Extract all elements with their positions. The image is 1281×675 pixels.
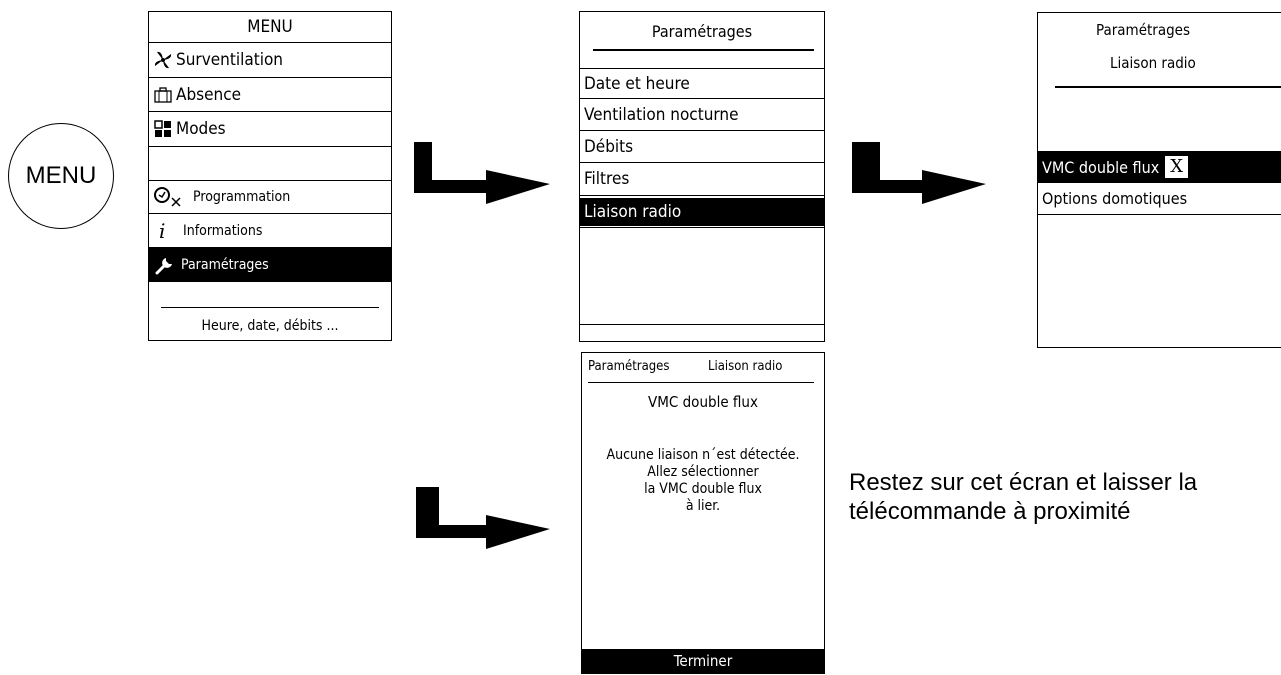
menu-footer-text: Heure, date, débits ... [201,318,339,334]
link-message-line: à lier. [685,498,721,514]
menu-item-label: Surventilation [176,50,284,70]
finish-button-label: Terminer [673,652,733,670]
link-message-line: la VMC double flux [644,481,762,497]
menu-item-label: Informations [183,222,263,239]
menu-item-label: Modes [176,119,226,139]
info-icon: i [159,218,166,243]
radio-screen-title: Paramétrages [1096,21,1191,39]
list-divider [580,324,824,325]
settings-item-liaison-radio[interactable]: Liaison radio [580,198,824,226]
settings-item-label: Débits [584,136,634,157]
arrow-right-icon [414,142,550,204]
link-screen: Paramétrages Liaison radio VMC double fl… [581,352,825,674]
arrow-right-icon [416,487,550,549]
radio-item-label: VMC double flux [1042,157,1160,177]
menu-footer-divider [161,307,379,308]
finish-button[interactable]: Terminer [582,649,824,673]
settings-item-filtres[interactable]: Filtres [580,163,824,196]
settings-item-label: Filtres [584,169,630,189]
link-header-left: Paramétrages [588,359,670,374]
link-screen-title: VMC double flux [648,393,758,411]
settings-item-label: Liaison radio [584,201,682,222]
menu-screen-title: MENU [149,12,391,43]
link-message-line: Allez sélectionner [647,464,759,480]
radio-item-vmc[interactable]: VMC double flux X [1038,151,1281,183]
radio-screen-subtitle: Liaison radio [1110,54,1196,72]
radio-item-label: Options domotiques [1042,189,1188,208]
settings-item-ventilation[interactable]: Ventilation nocturne [580,99,824,131]
instruction-text: Restez sur cet écran et laisser la téléc… [849,468,1197,526]
settings-item-label: Ventilation nocturne [584,104,739,125]
menu-button-label: MENU [25,162,97,189]
radio-item-domotique[interactable]: Options domotiques [1038,183,1281,215]
menu-item-label: Programmation [193,189,291,205]
arrow-right-icon [852,142,986,204]
fan-icon [154,51,172,69]
instruction-line: télécommande à proximité [849,498,1131,525]
settings-screen: Paramétrages Date et heure Ventilation n… [579,11,825,342]
settings-item-date[interactable]: Date et heure [580,69,824,99]
menu-item-programmation[interactable]: Programmation [149,181,391,214]
menu-item-modes[interactable]: Modes [149,112,391,147]
menu-screen: MENU Surventilation Absence Modes Progra… [148,11,392,341]
menu-button[interactable]: MENU [8,123,114,229]
wrench-icon [155,255,175,275]
menu-screen-title-text: MENU [247,17,293,37]
radio-screen: Paramétrages Liaison radio VMC double fl… [1037,12,1281,348]
modes-grid-icon [154,120,172,138]
title-divider [1055,86,1281,88]
menu-item-absence[interactable]: Absence [149,78,391,112]
settings-item-label: Date et heure [584,73,690,94]
link-header-right: Liaison radio [708,359,783,374]
menu-empty-row [149,147,391,181]
menu-item-label: Absence [176,84,242,105]
title-divider [588,382,814,383]
menu-item-informations[interactable]: i Informations [149,214,391,248]
linked-status-badge: X [1165,156,1189,178]
instruction-line: Restez sur cet écran et laisser la [849,469,1198,496]
title-divider [580,68,824,69]
menu-item-parametrages[interactable]: Paramétrages [149,248,391,282]
settings-screen-title: Paramétrages [651,22,753,41]
link-message-line: Aucune liaison n´est détectée. [606,447,800,463]
list-divider [580,227,824,228]
menu-item-label: Paramétrages [181,256,269,273]
menu-item-surventilation[interactable]: Surventilation [149,43,391,78]
suitcase-icon [154,86,172,103]
title-divider [593,49,814,51]
link-message: Aucune liaison n´est détectée. Allez sél… [576,447,830,515]
settings-item-debits[interactable]: Débits [580,131,824,163]
clock-cross-icon [153,186,187,208]
